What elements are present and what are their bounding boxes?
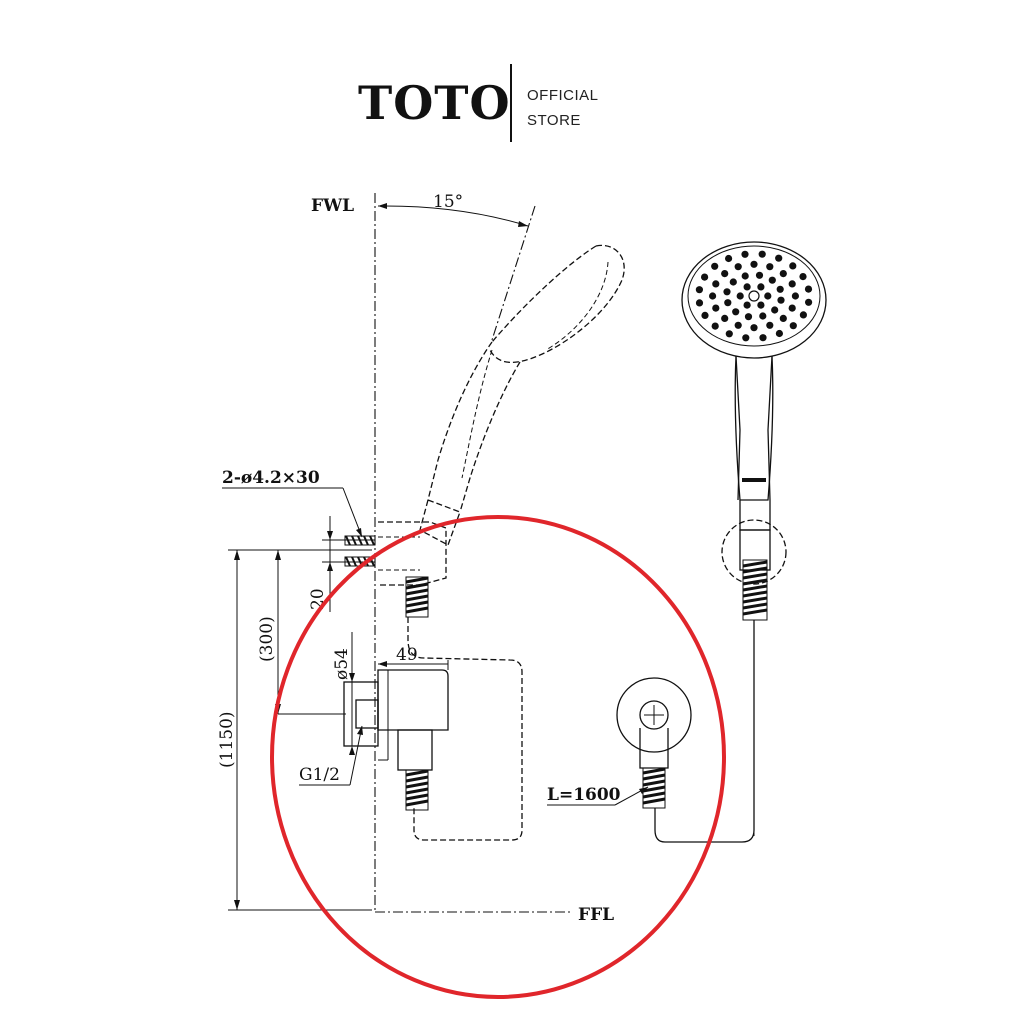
brand-sub-store: STORE (527, 112, 581, 129)
nozzle-dot (712, 280, 720, 288)
nozzle-dot (701, 311, 709, 319)
nozzle-dot (729, 278, 737, 286)
hand-shower-front-view (654, 241, 827, 843)
fwl-label: FWL (311, 196, 354, 216)
dimension-300: (300) (257, 550, 346, 715)
nozzle-dot (721, 270, 729, 278)
nozzle-dot (748, 290, 760, 302)
wall-screws: 20 2-ø4.2×30 (222, 468, 376, 612)
brand-name: TOTO (358, 76, 511, 130)
nozzle-dot (734, 321, 742, 329)
nozzle-dot (804, 285, 813, 293)
nozzle-dot (725, 254, 733, 263)
nozzle-dot (701, 273, 709, 281)
nozzle-dot (764, 292, 772, 300)
nozzle-dot (750, 324, 758, 332)
nozzle-dot (805, 298, 813, 306)
angle-label: 15° (433, 192, 463, 212)
nozzle-dot (791, 292, 800, 300)
nozzle-dot (759, 334, 767, 342)
nozzle-dot (799, 311, 808, 319)
nozzle-dot (789, 262, 797, 270)
nozzle-dot (744, 313, 753, 321)
nozzle-dot (757, 301, 765, 309)
nozzle-dot (759, 312, 767, 320)
nozzle-dot (775, 329, 784, 338)
nozzle-dot (741, 250, 749, 258)
nozzle-dot (768, 276, 776, 284)
nozzle-dot (799, 273, 807, 281)
nozzle-dot (779, 314, 787, 322)
dim-49-label: 49 (396, 645, 418, 665)
spray-nozzles (695, 250, 813, 342)
nozzle-dot (779, 270, 787, 278)
dim-1150-label: (1150) (217, 711, 237, 768)
nozzle-dot (750, 260, 758, 268)
nozzle-dot (777, 296, 785, 304)
nozzle-dot (771, 306, 779, 314)
nozzle-dot (743, 283, 751, 291)
nozzle-dot (742, 334, 750, 342)
dim-54-label: ø54 (332, 648, 352, 680)
nozzle-dot (743, 301, 751, 309)
nozzle-dot (766, 263, 774, 271)
dimension-1150: (1150) (217, 549, 372, 911)
hose-spring-front (742, 559, 768, 621)
wall-outlet-front-view: L=1600 (547, 677, 692, 809)
nozzle-dot (736, 292, 744, 300)
nozzle-dot (721, 314, 729, 322)
nozzle-dot (789, 322, 797, 330)
nozzle-dot (758, 250, 766, 258)
hose-spring-top (405, 576, 429, 618)
nozzle-dot (766, 321, 774, 329)
brand-logo: TOTO OFFICIAL STORE (358, 64, 599, 142)
wall-outlet-side-view: ø54 49 G1/2 (299, 632, 449, 811)
nozzle-dot (732, 308, 740, 316)
hose-spring-bottom (405, 769, 429, 811)
nozzle-dot (712, 304, 720, 312)
nozzle-dot (695, 299, 704, 307)
g12-label: G1/2 (299, 765, 340, 785)
nozzle-dot (695, 286, 704, 294)
hand-shower-side-view (378, 244, 625, 841)
nozzle-dot (711, 322, 719, 330)
dim-20-label: 20 (308, 588, 328, 610)
nozzle-dot (788, 280, 796, 288)
nozzle-dot (776, 285, 784, 293)
hose-length-label: L=1600 (547, 785, 621, 805)
ffl-label: FFL (578, 905, 614, 925)
brand-mark-icon (742, 478, 766, 482)
nozzle-dot (757, 283, 765, 291)
highlight-circle (270, 515, 726, 999)
nozzle-dot (709, 292, 717, 300)
nozzle-dot (788, 304, 796, 312)
nozzle-dot (725, 330, 733, 338)
brand-sub-official: OFFICIAL (527, 87, 599, 104)
screws-label: 2-ø4.2×30 (222, 468, 320, 488)
nozzle-dot (711, 262, 719, 270)
nozzle-dot (724, 299, 732, 307)
nozzle-dot (734, 263, 742, 271)
nozzle-dot (775, 254, 783, 262)
nozzle-dot (741, 272, 749, 280)
nozzle-dot (755, 271, 764, 279)
hose-spring-outlet (642, 767, 666, 809)
angle-annotation: 15° (377, 192, 536, 341)
nozzle-dot (723, 288, 731, 296)
dim-300-label: (300) (257, 616, 277, 662)
